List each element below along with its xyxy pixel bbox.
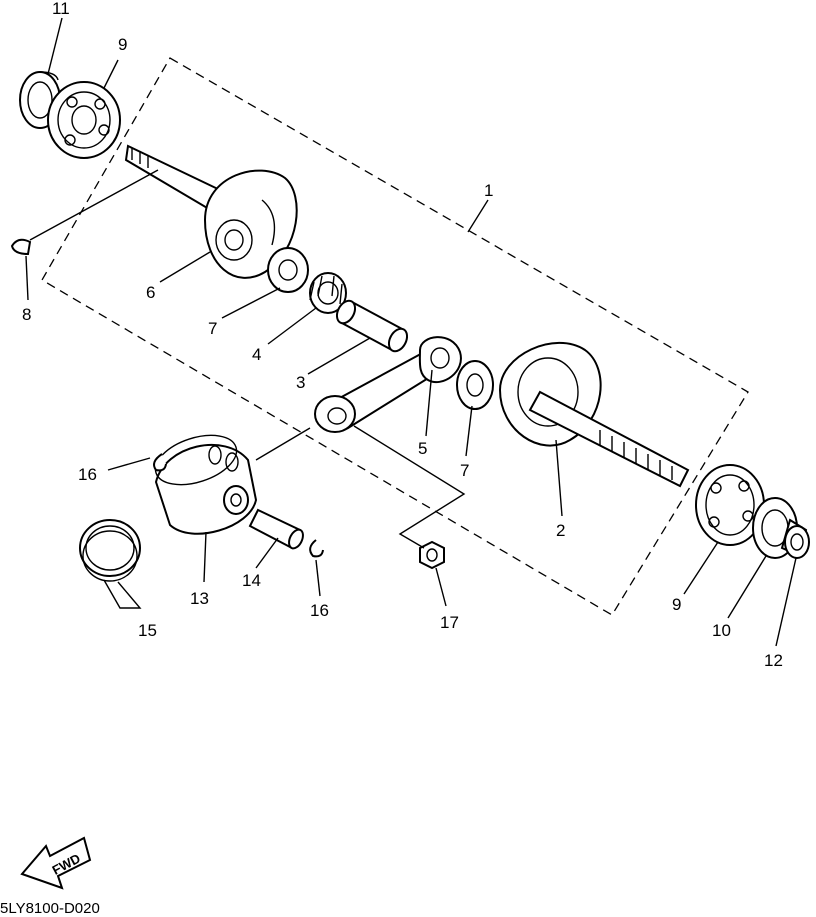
leader-9a (103, 59, 119, 89)
label-part-12: 12 (764, 651, 783, 670)
leader-7b (465, 405, 473, 457)
label-part-1: 1 (484, 181, 493, 200)
leader-1 (467, 199, 489, 233)
washer-right (456, 360, 494, 410)
crank-pin (335, 299, 409, 353)
label-part-5: 5 (418, 439, 427, 458)
leader-13-rod (255, 427, 311, 461)
leader-15 (103, 579, 142, 609)
washer-left (267, 247, 309, 293)
piston-rings (79, 519, 141, 582)
label-part-15: 15 (138, 621, 157, 640)
label-part-2: 2 (556, 521, 565, 540)
leader-5 (425, 369, 433, 437)
label-part-9a: 9 (118, 35, 127, 54)
leader-3 (307, 337, 371, 375)
crank-half-right (498, 341, 690, 488)
connecting-rod (314, 336, 462, 433)
leader-4 (267, 307, 317, 345)
leader-8b (29, 169, 159, 241)
leader-13 (203, 531, 207, 583)
label-part-11: 11 (52, 0, 70, 18)
leader-7a (221, 287, 281, 319)
needle-bearing (309, 272, 347, 314)
crank-half-left (124, 144, 298, 279)
label-part-13: 13 (190, 589, 209, 608)
leader-12 (775, 557, 797, 647)
label-part-7b: 7 (460, 461, 469, 480)
fwd-arrow-icon: FWD (20, 836, 92, 890)
leader-8 (25, 255, 29, 301)
bearing-left (47, 81, 121, 159)
leader-17 (435, 567, 447, 607)
leader-14 (255, 537, 279, 569)
leader-11 (47, 17, 63, 75)
label-part-3: 3 (296, 373, 305, 392)
piston (154, 434, 258, 535)
label-part-16a: 16 (78, 465, 97, 484)
leader-2 (555, 439, 563, 517)
circlip-upper (153, 453, 167, 472)
leader-9b (683, 541, 719, 595)
label-part-10: 10 (712, 621, 731, 640)
label-part-7a: 7 (208, 319, 217, 338)
nut (419, 540, 445, 570)
label-part-4: 4 (252, 345, 261, 364)
diagram-code: 5LY8100-D020 (0, 900, 100, 917)
circlip-lower (309, 539, 324, 558)
leader-17-rod (353, 425, 466, 549)
label-part-8: 8 (22, 305, 31, 324)
leader-6 (159, 251, 211, 283)
label-part-9b: 9 (672, 595, 681, 614)
woodruff-key (10, 238, 32, 256)
label-part-17: 17 (440, 613, 459, 632)
label-part-16b: 16 (310, 601, 329, 620)
label-part-14: 14 (242, 571, 261, 590)
leader-16b (315, 559, 321, 597)
leader-16a (107, 457, 151, 471)
label-part-6: 6 (146, 283, 155, 302)
piston-pin (248, 508, 304, 550)
leader-10 (727, 555, 767, 619)
collar (780, 518, 810, 559)
